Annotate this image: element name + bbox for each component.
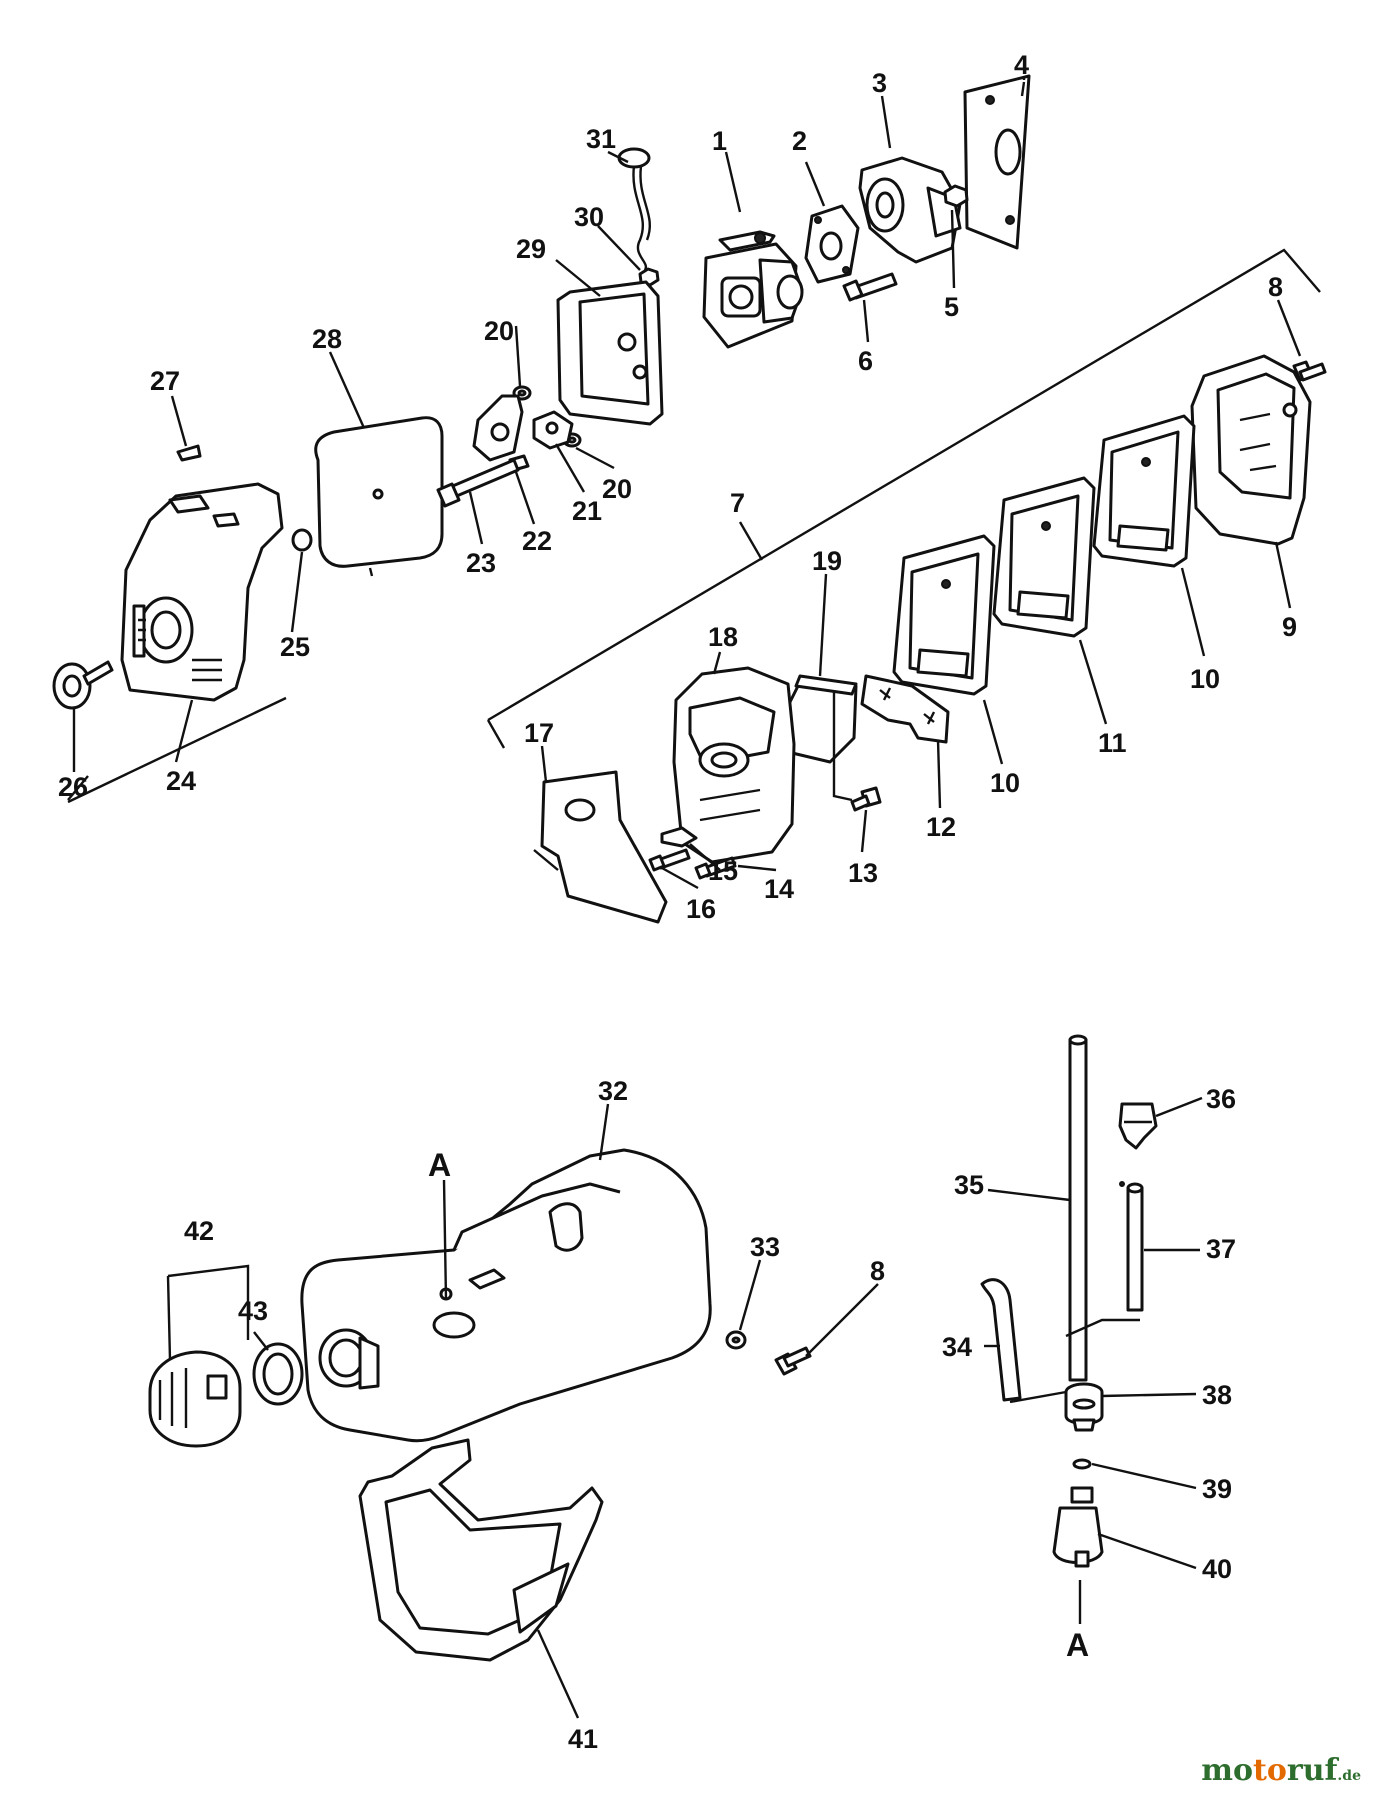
fuel-filter-40-part: [1052, 1486, 1104, 1568]
bracket-21-part: [532, 410, 574, 450]
vent-tube-37-part: [1119, 1181, 1144, 1312]
gasket-10-right-part: [1092, 414, 1196, 568]
callout-10-left: 10: [990, 768, 1020, 798]
nut-5-part: [943, 184, 969, 208]
insulator-part: [858, 156, 962, 264]
bolt-6-part: [842, 272, 898, 302]
callout-42: 42: [184, 1216, 214, 1246]
callout-13: 13: [848, 858, 878, 888]
callout-27: 27: [150, 366, 180, 396]
bolt-13-part: [850, 786, 882, 812]
leader-lines: [67, 78, 1302, 1719]
choke-plate-part: [472, 394, 530, 472]
callout-12: 12: [926, 812, 956, 842]
callout-34: 34: [942, 1332, 972, 1362]
air-filter-cover-part: [120, 482, 284, 702]
bolt-8-lower-part: [774, 1346, 812, 1376]
o-ring-25-part: [291, 528, 313, 552]
clip-39-part: [1072, 1458, 1092, 1470]
tank-guard-part: [358, 1438, 604, 1662]
callout-38: 38: [1202, 1380, 1232, 1410]
callout-14: 14: [764, 874, 794, 904]
air-filter-base-part: [556, 280, 664, 426]
callout-10-right: 10: [1190, 664, 1220, 694]
washer-33-part: [725, 1330, 747, 1350]
callout-26: 26: [58, 772, 88, 802]
callout-15: 15: [708, 856, 738, 886]
callout-28: 28: [312, 324, 342, 354]
bolt-23-part: [436, 458, 520, 508]
callout-19: 19: [812, 546, 842, 576]
cap-gasket-part: [252, 1342, 304, 1406]
muffler-body-part: [672, 666, 796, 864]
callout-32: 32: [598, 1076, 628, 1106]
callout-31: 31: [586, 124, 616, 154]
return-hose-34-part: [980, 1278, 1022, 1402]
callout-22: 22: [522, 526, 552, 556]
callout-labels: 1 2 3 4 5 6 7 8 9 10 11 10 12 13 14 15 1…: [58, 50, 1297, 1754]
bolt-16-part: [648, 848, 691, 872]
callout-24: 24: [166, 766, 196, 796]
callout-5: 5: [944, 292, 959, 322]
fuel-tube-35-part: [1068, 1034, 1088, 1382]
callout-9: 9: [1282, 612, 1297, 642]
callout-23: 23: [466, 548, 496, 578]
bolt-8-upper-part: [1292, 360, 1327, 382]
gasket-2-part: [804, 204, 860, 284]
callout-20-upper: 20: [484, 316, 514, 346]
heat-shield-part: [533, 770, 668, 924]
knob-26-part: [52, 660, 114, 710]
muffler-back-cover-part: [1190, 354, 1312, 546]
callout-A-upper: A: [428, 1147, 451, 1183]
bolt-14-part: [694, 856, 737, 880]
fuel-cap-part: [148, 1350, 242, 1448]
callout-20-lower: 20: [602, 474, 632, 504]
callout-36: 36: [1206, 1084, 1236, 1114]
callout-1: 1: [712, 126, 727, 156]
brand-logo: motoruf.de: [1201, 1753, 1361, 1788]
callout-8-upper: 8: [1268, 272, 1283, 302]
callout-18: 18: [708, 622, 738, 652]
filter-element-part: [314, 416, 444, 577]
callout-30: 30: [574, 202, 604, 232]
callout-40: 40: [1202, 1554, 1232, 1584]
spark-screen-part: [860, 674, 950, 744]
callout-37: 37: [1206, 1234, 1236, 1264]
tank-seal-38-part: [1064, 1382, 1104, 1432]
callout-29: 29: [516, 234, 546, 264]
callout-25: 25: [280, 632, 310, 662]
callout-3: 3: [872, 68, 887, 98]
callout-17: 17: [524, 718, 554, 748]
callout-11: 11: [1098, 728, 1127, 758]
callout-2: 2: [792, 126, 807, 156]
callout-4: 4: [1014, 50, 1029, 80]
callout-16: 16: [686, 894, 716, 924]
callout-41: 41: [568, 1724, 598, 1754]
callout-39: 39: [1202, 1474, 1232, 1504]
gasket-10-left-part: [892, 534, 996, 696]
clip-27-part: [176, 444, 202, 462]
clip-15-part: [660, 826, 698, 848]
carburetor-part: [702, 230, 804, 349]
exhaust-deflector-part: [780, 674, 858, 764]
callout-7: 7: [730, 488, 745, 518]
grommet-36-part: [1118, 1102, 1158, 1150]
callout-A-lower: A: [1066, 1627, 1089, 1663]
fuel-tank-part: [300, 1148, 712, 1443]
callout-8-lower: 8: [870, 1256, 885, 1286]
callout-35: 35: [954, 1170, 984, 1200]
callout-43: 43: [238, 1296, 268, 1326]
callout-21: 21: [572, 496, 602, 526]
assembly-7-bracket: [487, 248, 1321, 722]
gasket-4-part: [963, 74, 1031, 250]
gasket-11-part: [992, 476, 1096, 638]
callout-33: 33: [750, 1232, 780, 1262]
callout-6: 6: [858, 346, 873, 376]
